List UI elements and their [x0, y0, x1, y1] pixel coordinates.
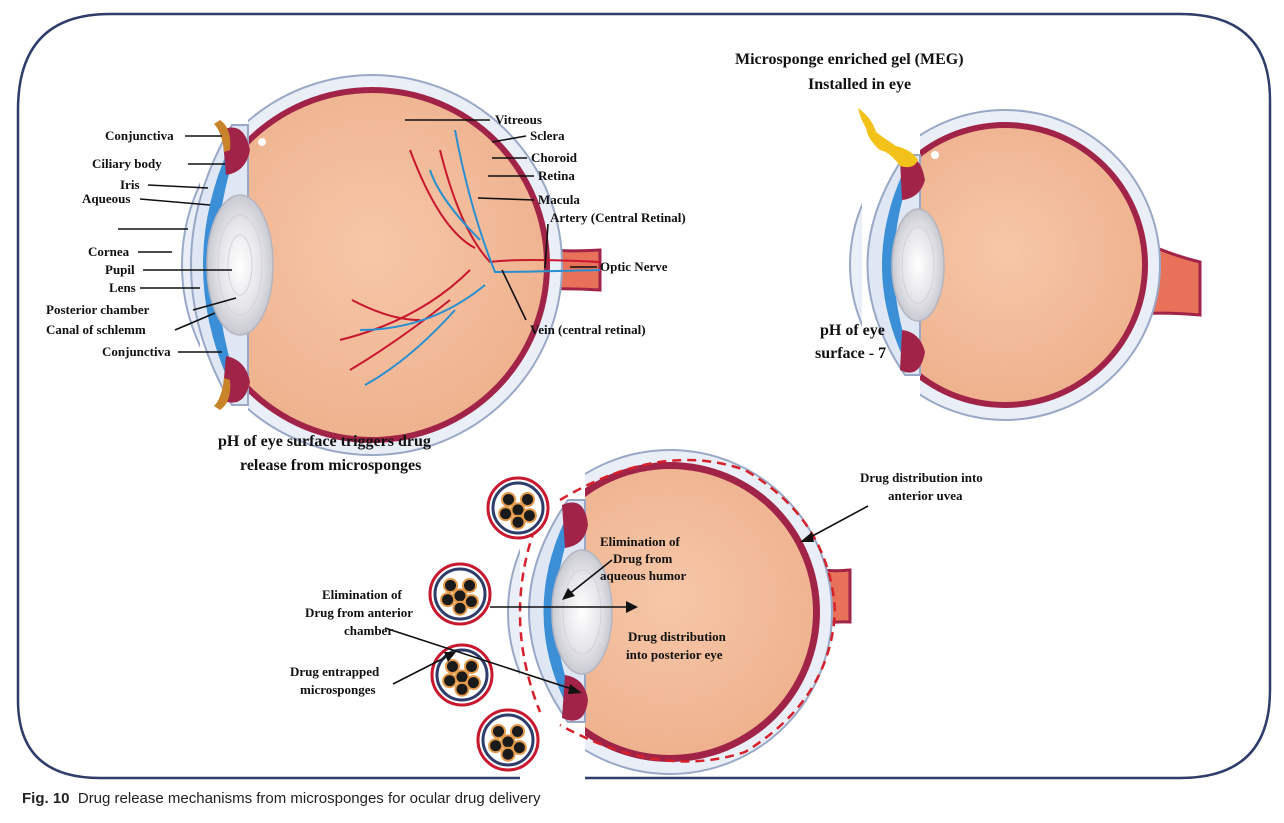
label-conjunctiva-bottom: Conjunctiva [102, 344, 171, 359]
label-choroid: Choroid [531, 150, 578, 165]
label-canal-of-schlemm: Canal of schlemm [46, 322, 146, 337]
trigger-text-line1: pH of eye surface triggers drug [218, 433, 431, 450]
drug-particle [463, 579, 476, 592]
meg-eye [850, 95, 1200, 435]
label-sclera: Sclera [530, 128, 565, 143]
label-cornea: Cornea [88, 244, 130, 259]
label-artery-central-retinal: Artery (Central Retinal) [550, 210, 686, 225]
label-vitreous: Vitreous [495, 112, 542, 127]
meg-title-line2: Installed in eye [808, 76, 911, 93]
label-posterior-chamber: Posterior chamber [46, 302, 150, 317]
drug-particle [446, 660, 459, 673]
trigger-text-line2: release from microsponges [240, 457, 421, 474]
drug-particle [489, 739, 502, 752]
label-pupil: Pupil [105, 262, 135, 277]
drug-particle [444, 579, 457, 592]
drug-particle [521, 493, 534, 506]
drug-particle [502, 748, 515, 761]
anterior-chamber-label-line3: chamber [344, 623, 393, 638]
lens [207, 195, 273, 335]
label-aqueous: Aqueous [82, 191, 130, 206]
figure-caption-text: Drug release mechanisms from microsponge… [78, 790, 541, 807]
anterior-uvea-label-line1: Drug distribution into [860, 470, 983, 485]
label-ciliary-body: Ciliary body [92, 156, 162, 171]
anterior-uvea-label-line2: anterior uvea [888, 488, 963, 503]
drug-particle [502, 493, 515, 506]
entrapped-label-line1: Drug entrapped [290, 664, 380, 679]
label-conjunctiva-top: Conjunctiva [105, 128, 174, 143]
posterior-label-line2: into posterior eye [626, 647, 723, 662]
label-optic-nerve: Optic Nerve [600, 259, 668, 274]
drug-particle [499, 507, 512, 520]
figure-caption: Fig. 10 Drug release mechanisms from mic… [22, 790, 541, 807]
aqueous-label-line3: aqueous humor [600, 568, 687, 583]
drug-particle [512, 516, 525, 529]
meg-title-line1: Microsponge enriched gel (MEG) [735, 51, 964, 68]
anterior-chamber-label-line1: Elimination of [322, 587, 402, 602]
meg-ph-line1: pH of eye [820, 322, 885, 339]
drug-particle [456, 683, 469, 696]
figure-number: Fig. 10 [22, 790, 70, 807]
drug-particle [465, 660, 478, 673]
label-lens: Lens [109, 280, 136, 295]
drug-particle [492, 725, 505, 738]
label-retina: Retina [538, 168, 575, 183]
release-eye [508, 440, 850, 780]
label-vein-central-retinal: Vein (central retinal) [530, 322, 646, 337]
drug-particle [511, 725, 524, 738]
posterior-label-line1: Drug distribution [628, 629, 727, 644]
label-iris: Iris [120, 177, 140, 192]
drug-particle [443, 674, 456, 687]
label-macula: Macula [538, 192, 580, 207]
meg-ph-line2: surface - 7 [815, 345, 886, 362]
anterior-chamber-label-line2: Drug from anterior [305, 605, 413, 620]
aqueous-label-line1: Elimination of [600, 534, 680, 549]
aqueous-label-line2: Drug from [613, 551, 673, 566]
drug-particle [454, 602, 467, 615]
entrapped-label-line2: microsponges [300, 682, 376, 697]
drug-particle [441, 593, 454, 606]
